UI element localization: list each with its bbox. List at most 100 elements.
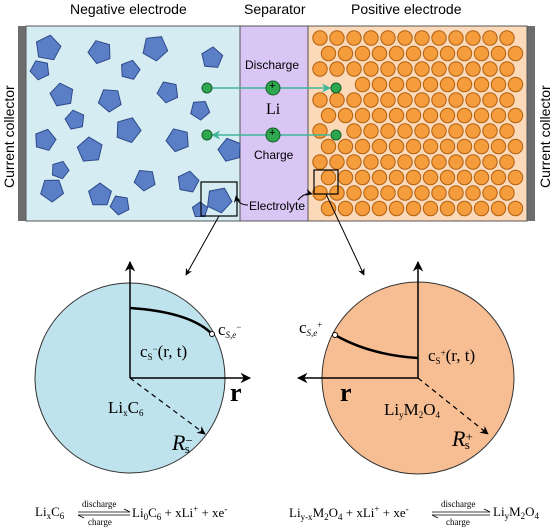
oxide-particle bbox=[439, 45, 456, 62]
oxide-particle bbox=[482, 185, 498, 201]
oxide-particle bbox=[448, 92, 464, 108]
rl-r-minus: - bbox=[224, 504, 228, 514]
right-conc-sub: S bbox=[435, 356, 441, 366]
oxide-particle bbox=[482, 92, 498, 108]
left-concentration-function: cS−(r, t) bbox=[140, 342, 187, 362]
oxide-particle bbox=[431, 61, 447, 77]
oxide-particle bbox=[329, 185, 345, 201]
oxide-particle bbox=[507, 200, 524, 217]
oxide-particle bbox=[448, 30, 464, 46]
oxide-particle bbox=[439, 200, 456, 217]
graphite-particle bbox=[51, 160, 70, 180]
rr-4: 4 bbox=[338, 512, 343, 522]
oxide-particle bbox=[346, 30, 362, 46]
left-radius-label: R−s bbox=[172, 430, 193, 457]
oxide-particle bbox=[320, 45, 337, 62]
graphite-particle bbox=[88, 182, 112, 206]
right-current-collector bbox=[527, 26, 535, 221]
graphite-particle bbox=[87, 40, 111, 65]
left-conc-sup: − bbox=[152, 344, 158, 354]
rr-m: M bbox=[312, 505, 325, 520]
oxide-particle bbox=[482, 61, 498, 77]
right-surface-sup: + bbox=[317, 320, 323, 330]
oxide-particle bbox=[490, 45, 507, 62]
right-radius-label: R+s bbox=[452, 426, 473, 453]
electrolyte-pointer-right bbox=[297, 188, 313, 201]
plus-sign-top: + bbox=[269, 80, 276, 92]
separator-label: Separator bbox=[244, 1, 306, 17]
oxide-particle bbox=[388, 76, 405, 93]
graphite-particle bbox=[156, 81, 179, 104]
reaction-right-discharge: discharge bbox=[441, 499, 476, 509]
oxide-particle bbox=[397, 185, 413, 201]
left-radius-line bbox=[129, 377, 206, 435]
oxide-particle bbox=[490, 107, 507, 124]
oxide-particle bbox=[363, 154, 379, 170]
oxide-particle bbox=[371, 76, 388, 93]
oxide-particle bbox=[354, 169, 371, 186]
left-surface-concentration-label: cS,e− bbox=[218, 320, 241, 340]
oxide-particle bbox=[371, 107, 388, 124]
reaction-left-back-head bbox=[77, 514, 85, 519]
oxide-particle bbox=[422, 169, 439, 186]
oxide-particle bbox=[507, 76, 524, 93]
right-radius-line bbox=[417, 377, 489, 435]
oxide-particle bbox=[380, 92, 396, 108]
right-radius-sup: + bbox=[465, 429, 473, 444]
oxide-particle bbox=[456, 138, 473, 155]
graphite-particle bbox=[64, 109, 85, 130]
oxide-particle bbox=[465, 123, 481, 139]
oxide-particle bbox=[405, 138, 422, 155]
oxide-particle bbox=[320, 169, 337, 186]
left-mat-x: x bbox=[123, 408, 128, 418]
rr-r-m: M bbox=[509, 504, 521, 519]
oxide-particle bbox=[414, 185, 430, 201]
graphite-particle bbox=[165, 128, 189, 153]
oxide-particle bbox=[465, 185, 481, 201]
oxide-particle bbox=[388, 200, 405, 217]
left-axis-r-label: r bbox=[230, 378, 242, 407]
oxide-particle bbox=[439, 138, 456, 155]
rl-r-li: Li bbox=[132, 505, 144, 520]
electrolyte-pointer-left bbox=[233, 195, 249, 206]
oxide-particle bbox=[312, 185, 328, 201]
graphite-particle bbox=[177, 170, 200, 193]
right-mat-m: M bbox=[403, 400, 419, 419]
graphite-particle bbox=[142, 36, 169, 62]
left-radius-r: R bbox=[172, 430, 186, 455]
oxide-particle bbox=[465, 30, 481, 46]
left-mat-li: Li bbox=[108, 398, 124, 417]
oxide-particle bbox=[414, 92, 430, 108]
oxide-particle bbox=[346, 185, 362, 201]
oxide-particle bbox=[320, 107, 337, 124]
reaction-left-charge: charge bbox=[88, 517, 112, 527]
oxide-particle bbox=[499, 185, 515, 201]
right-mat-y: y bbox=[399, 410, 404, 420]
oxide-particle bbox=[405, 169, 422, 186]
negative-electrode-label: Negative electrode bbox=[70, 1, 187, 17]
rr-plus: + bbox=[374, 504, 380, 514]
oxide-particle bbox=[465, 92, 481, 108]
oxide-particle bbox=[490, 200, 507, 217]
oxide-particle bbox=[473, 107, 490, 124]
rl-r-xe: + xe bbox=[198, 505, 225, 520]
oxide-particle bbox=[397, 123, 413, 139]
rl-li: Li bbox=[35, 504, 47, 519]
left-material-label: LixC6 bbox=[108, 398, 143, 418]
rr-minus: - bbox=[405, 504, 409, 514]
reaction-left-discharge: discharge bbox=[82, 499, 117, 509]
left-radius-sup: − bbox=[185, 433, 193, 448]
oxide-particle bbox=[499, 123, 515, 139]
rl-r-6: 6 bbox=[156, 512, 162, 522]
oxide-particles bbox=[312, 30, 524, 217]
rl-6: 6 bbox=[59, 511, 65, 521]
oxide-particle bbox=[380, 154, 396, 170]
oxide-particle bbox=[422, 200, 439, 217]
oxide-particle bbox=[431, 123, 447, 139]
li-ion-discharge-mid bbox=[265, 80, 281, 96]
reaction-left-rhs: Li0C6 + xLi+ + xe- bbox=[132, 504, 227, 522]
oxide-particle bbox=[405, 107, 422, 124]
rr-2: 2 bbox=[324, 512, 329, 522]
oxide-particle bbox=[448, 61, 464, 77]
oxide-particle bbox=[397, 30, 413, 46]
